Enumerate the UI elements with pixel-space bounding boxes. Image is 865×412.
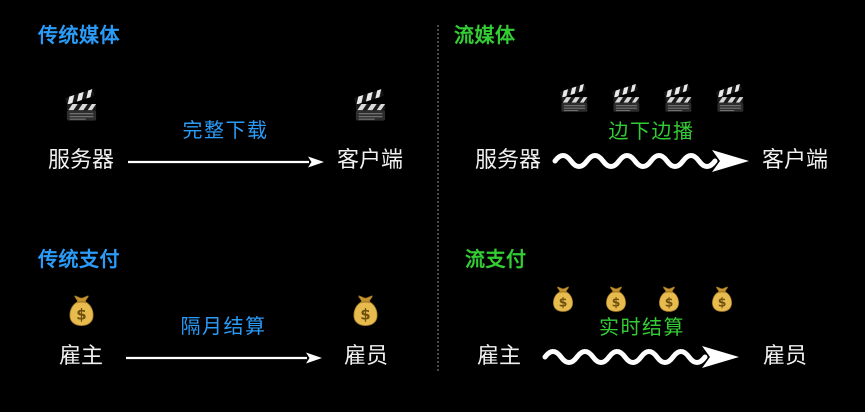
node-label-employer: 雇主	[59, 344, 104, 369]
flow-row: 服务器 边下边播 客户端	[454, 83, 830, 174]
flow-row: 雇主 实时结算 雇员	[454, 285, 830, 370]
money-bag-icon	[351, 294, 380, 327]
vertical-divider	[437, 25, 439, 371]
flow-channel: 完整下载	[114, 118, 337, 170]
flow-label-monthly-settlement: 隔月结算	[180, 314, 267, 338]
node-label-employee: 雇员	[343, 344, 388, 369]
money-bag-icon	[604, 285, 628, 313]
node-employee: 雇员	[763, 344, 807, 370]
money-bag-icon	[657, 285, 681, 313]
flow-row: 服务器 完整下载 客户端	[38, 88, 406, 174]
money-bag-icon	[551, 285, 575, 313]
flow-label-play-while-download: 边下边播	[608, 119, 695, 143]
quadrant-traditional-payment: 传统支付 雇主 隔月结算 雇员	[38, 206, 406, 412]
node-label-client: 客户端	[761, 148, 828, 173]
flow-channel: 实时结算	[521, 285, 763, 370]
node-label-server: 服务器	[475, 148, 542, 173]
section-title-traditional-media: 传统媒体	[38, 23, 120, 47]
node-label-client: 客户端	[336, 148, 403, 173]
clapperboard-icon	[663, 83, 693, 113]
money-bag-icon	[710, 285, 734, 313]
node-server: 服务器	[48, 88, 114, 174]
quadrant-streaming-media: 流媒体 服务器 边下边播 客户端	[454, 0, 830, 206]
clapperboard-icon	[64, 88, 98, 122]
flow-channel: 隔月结算	[103, 314, 344, 366]
flow-label-realtime-settlement: 实时结算	[599, 315, 685, 339]
node-label-server: 服务器	[48, 148, 115, 173]
wavy-arrow	[552, 146, 752, 174]
node-employer: 雇主	[59, 294, 103, 370]
quadrant-traditional-media: 传统媒体 服务器 完整下载 客户端	[38, 0, 406, 206]
node-employee: 雇员	[344, 294, 388, 370]
node-server: 服务器	[475, 148, 541, 174]
flow-channel: 边下边播	[541, 83, 762, 174]
clapperboard-icon	[611, 83, 641, 113]
streaming-payments	[551, 285, 734, 313]
node-client: 客户端	[337, 88, 403, 174]
straight-arrow	[127, 154, 325, 170]
node-label-employer: 雇主	[477, 344, 522, 369]
money-bag-icon	[67, 294, 96, 327]
section-title-streaming-payment: 流支付	[465, 247, 527, 271]
flow-label-full-download: 完整下载	[182, 118, 269, 142]
wavy-arrow	[542, 342, 742, 370]
quadrant-streaming-payment: 流支付 雇主 实时结算 雇员	[454, 206, 830, 412]
clapperboard-icon	[353, 88, 387, 122]
flow-row: 雇主 隔月结算 雇员	[38, 294, 406, 370]
clapperboard-icon	[559, 83, 589, 113]
node-label-employee: 雇员	[762, 344, 807, 369]
section-title-streaming-media: 流媒体	[454, 23, 516, 47]
section-title-traditional-payment: 传统支付	[38, 247, 120, 271]
streaming-chunks	[559, 83, 745, 113]
clapperboard-icon	[715, 83, 745, 113]
node-employer: 雇主	[477, 344, 521, 370]
straight-arrow	[125, 350, 323, 366]
node-client: 客户端	[762, 148, 828, 174]
